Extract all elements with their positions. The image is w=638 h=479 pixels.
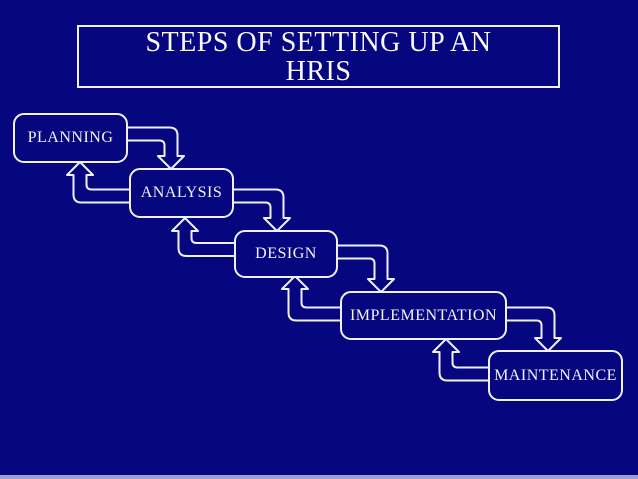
arrow-implementation-to-maintenance — [505, 306, 562, 352]
node-maintenance: MAINTENANCE — [488, 350, 623, 401]
node-implementation: IMPLEMENTATION — [340, 291, 507, 340]
node-analysis-label: ANALYSIS — [140, 184, 223, 201]
slide-title-line1: STEPS OF SETTING UP AN — [145, 27, 492, 58]
node-analysis: ANALYSIS — [129, 168, 234, 218]
node-maintenance-label: MAINTENANCE — [494, 366, 617, 384]
slide-title-line2: HRIS — [285, 56, 352, 87]
node-planning-label: PLANNING — [27, 129, 114, 146]
arrow-planning-to-analysis — [126, 126, 185, 170]
arrow-analysis-to-design — [232, 188, 291, 232]
node-implementation-label: IMPLEMENTATION — [349, 306, 498, 324]
arrow-implementation-to-design — [281, 275, 342, 322]
node-design: DESIGN — [234, 230, 338, 278]
slide-title-box: STEPS OF SETTING UP AN HRIS — [77, 25, 560, 88]
arrow-design-to-analysis — [171, 217, 236, 257]
arrow-design-to-implementation — [336, 244, 395, 293]
arrow-analysis-to-planning — [66, 161, 131, 204]
slide-bottom-strip — [0, 475, 638, 479]
node-design-label: DESIGN — [255, 245, 317, 262]
node-planning: PLANNING — [13, 113, 128, 163]
arrow-maintenance-to-implementation — [432, 338, 490, 382]
